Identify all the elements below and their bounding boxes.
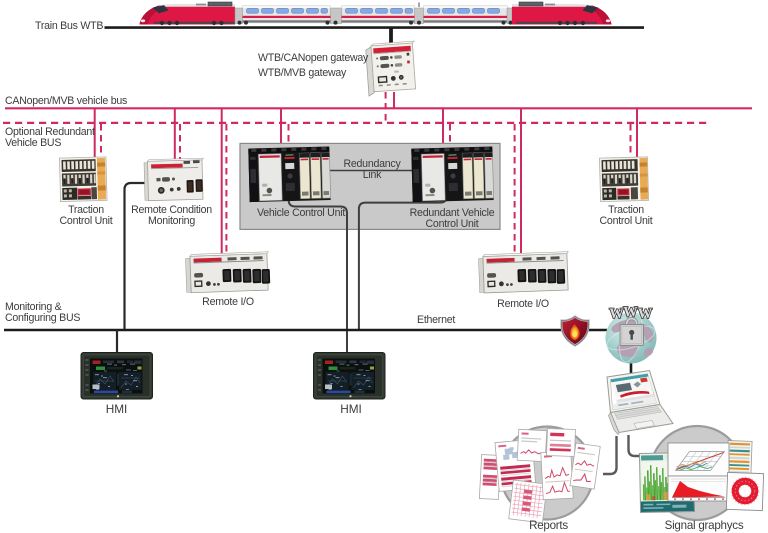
svg-text:W: W xyxy=(609,306,624,322)
svg-text:W: W xyxy=(623,305,638,321)
svg-text:W: W xyxy=(638,306,653,322)
svg-text:W: W xyxy=(609,306,624,322)
svg-text:W: W xyxy=(638,306,653,322)
svg-text:W: W xyxy=(623,305,638,321)
